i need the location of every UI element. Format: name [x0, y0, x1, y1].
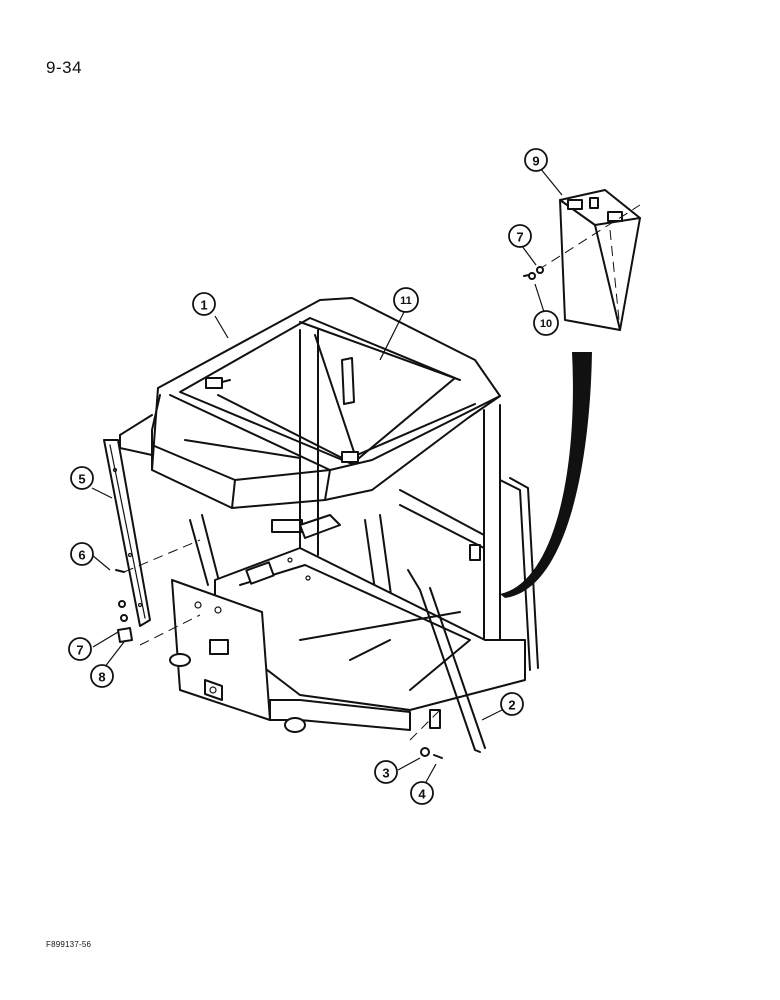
- svg-text:10: 10: [540, 318, 552, 330]
- callout-1: 1: [192, 292, 216, 316]
- svg-text:2: 2: [508, 698, 515, 713]
- svg-text:8: 8: [98, 670, 105, 685]
- trim-strip: [103, 439, 151, 627]
- svg-text:6: 6: [78, 548, 85, 563]
- control-module: [537, 189, 641, 331]
- callout-11: 11: [393, 287, 419, 313]
- leader-lines: [91, 167, 563, 783]
- callout-6: 6: [70, 542, 94, 566]
- figure-code: F899137-56: [46, 940, 92, 949]
- svg-text:5: 5: [78, 472, 85, 487]
- callout-7a: 7: [68, 637, 92, 661]
- callouts: 1 2 3 4 5 6 7 7: [68, 148, 559, 805]
- callout-4: 4: [410, 781, 434, 805]
- callout-10: 10: [533, 310, 559, 336]
- callout-7b: 7: [508, 224, 532, 248]
- decal: [341, 357, 355, 405]
- svg-text:9: 9: [532, 154, 539, 169]
- callout-5: 5: [70, 466, 94, 490]
- svg-text:7: 7: [516, 230, 523, 245]
- svg-text:7: 7: [76, 643, 83, 658]
- callout-8: 8: [90, 664, 114, 688]
- callout-3: 3: [374, 760, 398, 784]
- page-number: 9-34: [46, 58, 83, 77]
- cab-frame: [119, 297, 539, 753]
- svg-text:4: 4: [418, 787, 426, 802]
- svg-text:1: 1: [200, 298, 207, 313]
- svg-text:3: 3: [382, 766, 389, 781]
- wiring-harness: [500, 352, 592, 598]
- svg-text:11: 11: [400, 295, 412, 307]
- callout-2: 2: [500, 692, 524, 716]
- callout-9: 9: [524, 148, 548, 172]
